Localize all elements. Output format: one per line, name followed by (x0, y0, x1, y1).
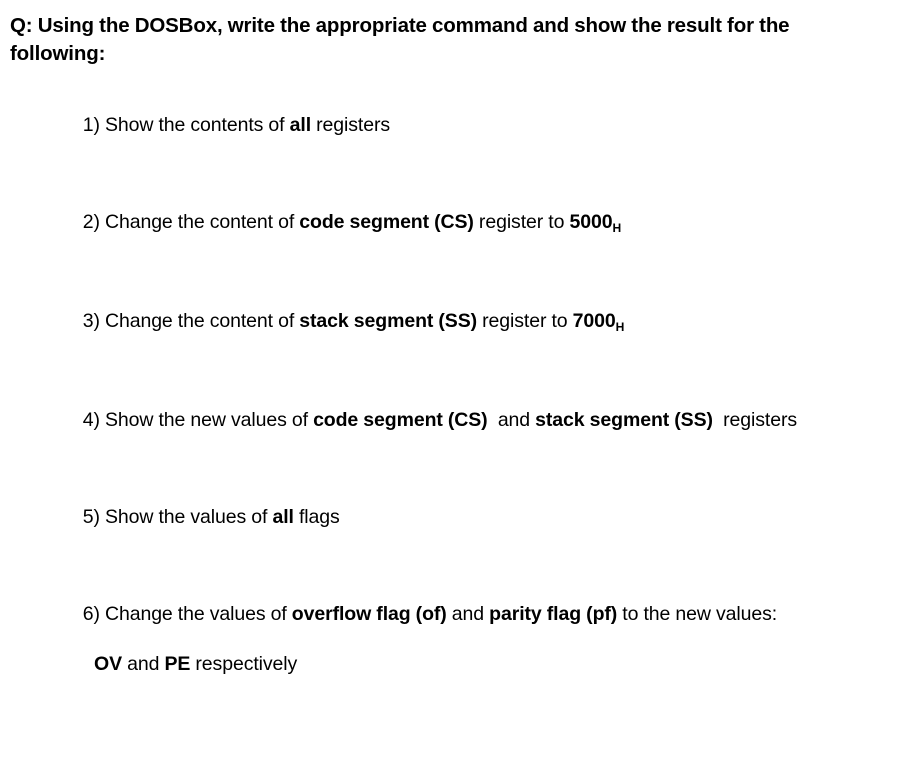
question-item-4: 4) Show the new values of code segment (… (0, 383, 897, 480)
question-item-2: 2) Change the content of code segment (C… (0, 185, 897, 284)
text-run: 1) Show the contents of (82, 114, 290, 136)
bold-run: all (289, 114, 312, 136)
question-item-3-text: 3) Change the content of stack segment (… (82, 310, 625, 334)
text-run: register to (477, 310, 573, 332)
text-run: respectively (190, 653, 298, 675)
question-heading-line-1: Q: Using the DOSBox, write the appropria… (10, 14, 790, 37)
text-run: and (121, 653, 165, 675)
bold-run: all (272, 506, 294, 528)
bold-run: parity flag (pf) (489, 603, 618, 625)
bold-run: code segment (CS) (313, 409, 488, 431)
text-run: 3) Change the content of (82, 310, 300, 332)
bold-run: code segment (CS) (299, 211, 474, 233)
hex-subscript: H (615, 319, 625, 334)
question-item-6-text-line-1: 6) Change the values of overflow flag (o… (83, 603, 777, 625)
bold-run: PE (164, 653, 191, 675)
text-run: flags (293, 506, 340, 528)
question-heading: Q: Using the DOSBox, write the appropria… (10, 12, 888, 68)
question-item-6-text-line-2: OV and PE respectively (52, 652, 897, 677)
text-run: registers (712, 409, 797, 431)
question-item-3: 3) Change the content of stack segment (… (0, 284, 897, 383)
text-run: 4) Show the new values of (82, 409, 314, 431)
bold-run: stack segment (SS) (299, 310, 477, 332)
text-run: and (487, 409, 536, 431)
text-run: register to (473, 211, 570, 233)
question-item-1-text: 1) Show the contents of all registers (83, 114, 390, 136)
text-run: 5) Show the values of (82, 506, 273, 528)
question-list: 1) Show the contents of all registers 2)… (0, 88, 897, 770)
bold-run: 7000 (572, 310, 616, 332)
hex-subscript: H (612, 220, 622, 235)
bold-run: overflow flag (of) (291, 603, 447, 625)
text-run: and (446, 603, 490, 625)
question-item-1: 1) Show the contents of all registers (0, 88, 897, 185)
question-item-4-text: 4) Show the new values of code segment (… (83, 409, 797, 431)
bold-run: stack segment (SS) (535, 409, 713, 431)
text-run: registers (311, 114, 391, 136)
bold-run: OV (94, 653, 122, 675)
question-item-6: 6) Change the values of overflow flag (o… (0, 577, 897, 745)
bold-run: 5000 (569, 211, 613, 233)
text-run: 2) Change the content of (82, 211, 300, 233)
question-heading-line-2: following: (10, 42, 106, 65)
text-run: 6) Change the values of (82, 603, 292, 625)
question-item-2-text: 2) Change the content of code segment (C… (82, 211, 622, 235)
question-item-7: 7) Show the new values of overflow flag … (0, 745, 897, 770)
question-item-5: 5) Show the values of all flags (0, 480, 897, 577)
question-item-5-text: 5) Show the values of all flags (83, 506, 340, 528)
text-run: to the new values: (617, 603, 778, 625)
